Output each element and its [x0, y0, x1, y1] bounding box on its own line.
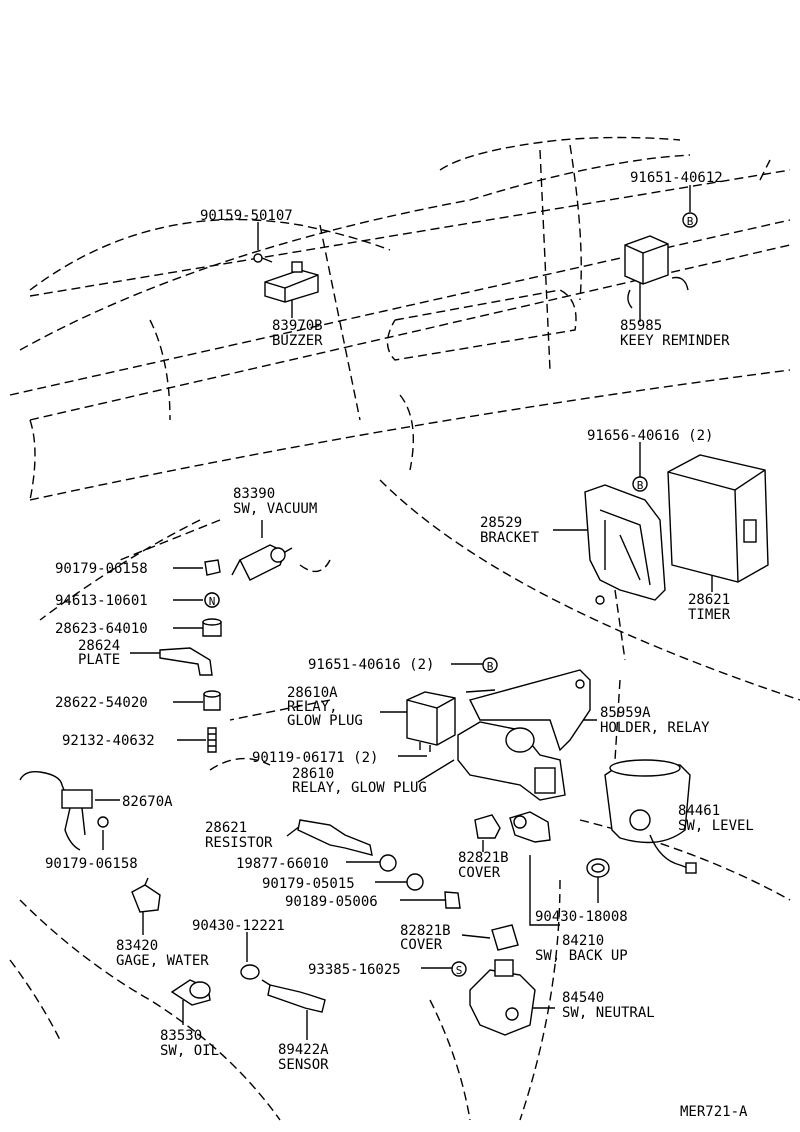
- level-switch-84461: [604, 759, 697, 874]
- screw-90159: [253, 253, 273, 263]
- leader-lines: [95, 185, 713, 1040]
- callout-90119-06171: 90119-06171 (2): [252, 750, 378, 766]
- hardware-90179-06158b: [97, 816, 109, 828]
- buzzer-83970b: [264, 261, 319, 303]
- connector-82670a: [19, 770, 93, 851]
- callout-82670a: 82670A: [122, 794, 173, 810]
- callout-28622-54020: 28622-54020: [55, 695, 148, 711]
- water-gage-83420: [131, 877, 161, 913]
- neutral-switch-84540: [469, 959, 536, 1036]
- callout-90189-05006: 90189-05006: [285, 894, 378, 910]
- marker-letter: B: [487, 660, 494, 673]
- oil-switch-83530: [170, 979, 211, 1006]
- marker-b-2: B: [632, 476, 648, 492]
- vacuum-switch-83390: [231, 544, 293, 581]
- relay-glow-plug-28610a: [406, 691, 456, 752]
- callout-90430-12221: 90430-12221: [192, 918, 285, 934]
- key-reminder-85985: [624, 235, 689, 309]
- marker-b-3: B: [482, 657, 498, 673]
- callout-28623-64010: 28623-64010: [55, 621, 148, 637]
- bracket-28529: [584, 484, 666, 605]
- marker-n: N: [204, 592, 220, 608]
- marker-letter: B: [687, 215, 694, 228]
- callout-90430-18008: 90430-18008: [535, 909, 628, 925]
- sensor-89422a: [261, 979, 326, 1013]
- callout-90179-05015: 90179-05015: [262, 876, 355, 892]
- callout-19877-66010: 19877-66010: [236, 856, 329, 872]
- relay-glow-plug-28610: [457, 721, 566, 801]
- callout-91656-40616: 91656-40616 (2): [587, 428, 713, 444]
- callout-90179-06158-b: 90179-06158: [45, 856, 138, 872]
- callout-91651-40616: 91651-40616 (2): [308, 657, 434, 673]
- marker-letter: S: [456, 964, 463, 977]
- callout-91651-40612: 91651-40612: [630, 170, 723, 186]
- diagram-code: MER721-A: [680, 1104, 748, 1120]
- callout-90159-50107: 90159-50107: [200, 208, 293, 224]
- timer-28621: [667, 454, 769, 583]
- marker-letter: B: [637, 479, 644, 492]
- relay-holder-85959a: [465, 669, 591, 752]
- marker-s: S: [451, 961, 467, 977]
- cover-82821b: [474, 814, 501, 839]
- marker-letter: N: [209, 595, 216, 608]
- washer-90430-12221: [240, 964, 260, 980]
- gasket-90430-18008: [586, 858, 610, 878]
- backup-switch-84210: [509, 811, 551, 843]
- cover-82821b-2: [491, 924, 519, 951]
- callout-92132-40632: 92132-40632: [62, 733, 155, 749]
- callout-93385-16025: 93385-16025: [308, 962, 401, 978]
- resistor-28621: [297, 819, 461, 909]
- callout-90179-06158-a: 90179-06158: [55, 561, 148, 577]
- marker-b-1: B: [682, 212, 698, 228]
- callout-94613-10601: 94613-10601: [55, 593, 148, 609]
- hardware-stack: [159, 559, 222, 753]
